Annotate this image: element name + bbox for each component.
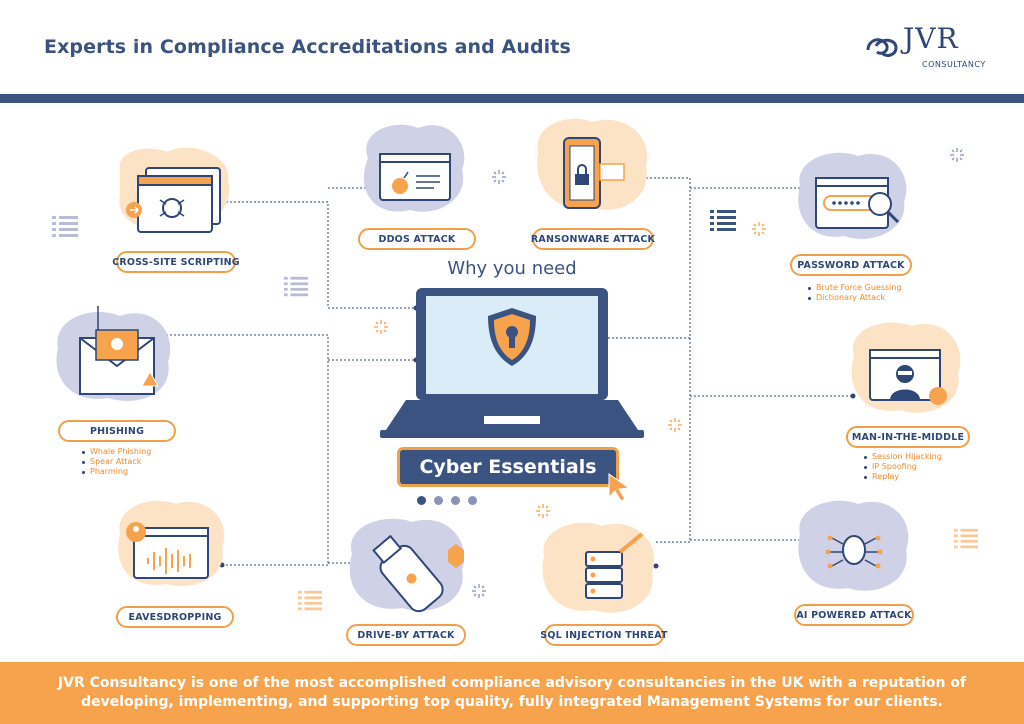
list-item: Spear Attack	[82, 457, 151, 467]
xss-label: CROSS-SITE SCRIPTING	[112, 251, 240, 273]
list-icon	[284, 276, 308, 297]
ddos-label: DDOS ATTACK	[358, 228, 476, 250]
list-icon	[954, 528, 978, 549]
list-item: IP Spoofing	[864, 462, 942, 472]
list-item: Dictionary Attack	[808, 293, 902, 303]
list-item: Brute Force Guessing	[808, 283, 902, 293]
password-illustration	[798, 152, 907, 239]
eavesdropping-label: EAVESDROPPING	[116, 606, 234, 628]
carousel-dots	[417, 496, 477, 505]
carousel-dot	[451, 496, 460, 505]
list-item: Session Hijacking	[864, 452, 942, 462]
xss-illustration	[119, 147, 230, 233]
jvr-logo	[866, 38, 898, 57]
sparkle-icon	[668, 418, 682, 432]
cursor-icon	[608, 473, 631, 502]
mitm-subtypes: Session Hijacking IP Spoofing Replay	[864, 452, 942, 482]
driveby-illustration	[349, 518, 465, 613]
ai-illustration	[798, 500, 909, 591]
ransomware-illustration	[537, 118, 648, 210]
page-title: Experts in Compliance Accreditations and…	[44, 36, 571, 58]
mitm-label: MAN-IN-THE-MIDDLE	[846, 426, 970, 448]
list-item: Whale Phishing	[82, 447, 151, 457]
eavesdropping-illustration	[118, 500, 225, 587]
header-divider	[0, 94, 1024, 103]
sparkle-icon	[752, 222, 766, 236]
driveby-label: DRIVE-BY ATTACK	[346, 624, 466, 646]
list-icon	[52, 216, 78, 237]
ransomware-label: RANSONWARE ATTACK	[531, 228, 655, 250]
sparkle-icon	[492, 170, 506, 184]
sparkle-icon	[472, 584, 486, 598]
footer-banner: JVR Consultancy is one of the most accom…	[0, 662, 1024, 724]
list-icon	[298, 590, 322, 611]
list-icon	[710, 210, 736, 231]
password-subtypes: Brute Force Guessing Dictionary Attack	[808, 283, 902, 303]
carousel-dot	[434, 496, 443, 505]
phishing-subtypes: Whale Phishing Spear Attack Pharming	[82, 447, 151, 477]
sparkle-icon	[374, 320, 388, 334]
laptop-illustration	[380, 288, 644, 438]
carousel-dot	[417, 496, 426, 505]
ai-label: AI POWERED ATTACK	[794, 604, 914, 626]
sql-illustration	[542, 522, 655, 613]
password-label: PASSWORD ATTACK	[790, 254, 912, 276]
logo-subtext: CONSULTANCY	[922, 60, 986, 69]
sql-label: SQL INJECTION THREAT	[540, 624, 668, 646]
carousel-dot	[468, 496, 477, 505]
list-item: Pharming	[82, 467, 151, 477]
phishing-illustration	[56, 306, 171, 401]
logo-text: JVR	[903, 22, 959, 55]
sparkle-icon	[536, 504, 550, 518]
list-item: Replay	[864, 472, 942, 482]
sparkle-icon	[950, 148, 964, 162]
phishing-label: PHISHING	[58, 420, 176, 442]
cyber-essentials-button[interactable]: Cyber Essentials	[397, 447, 619, 487]
center-heading: Why you need	[447, 258, 577, 279]
ddos-illustration	[363, 124, 465, 212]
mitm-illustration	[851, 322, 961, 413]
